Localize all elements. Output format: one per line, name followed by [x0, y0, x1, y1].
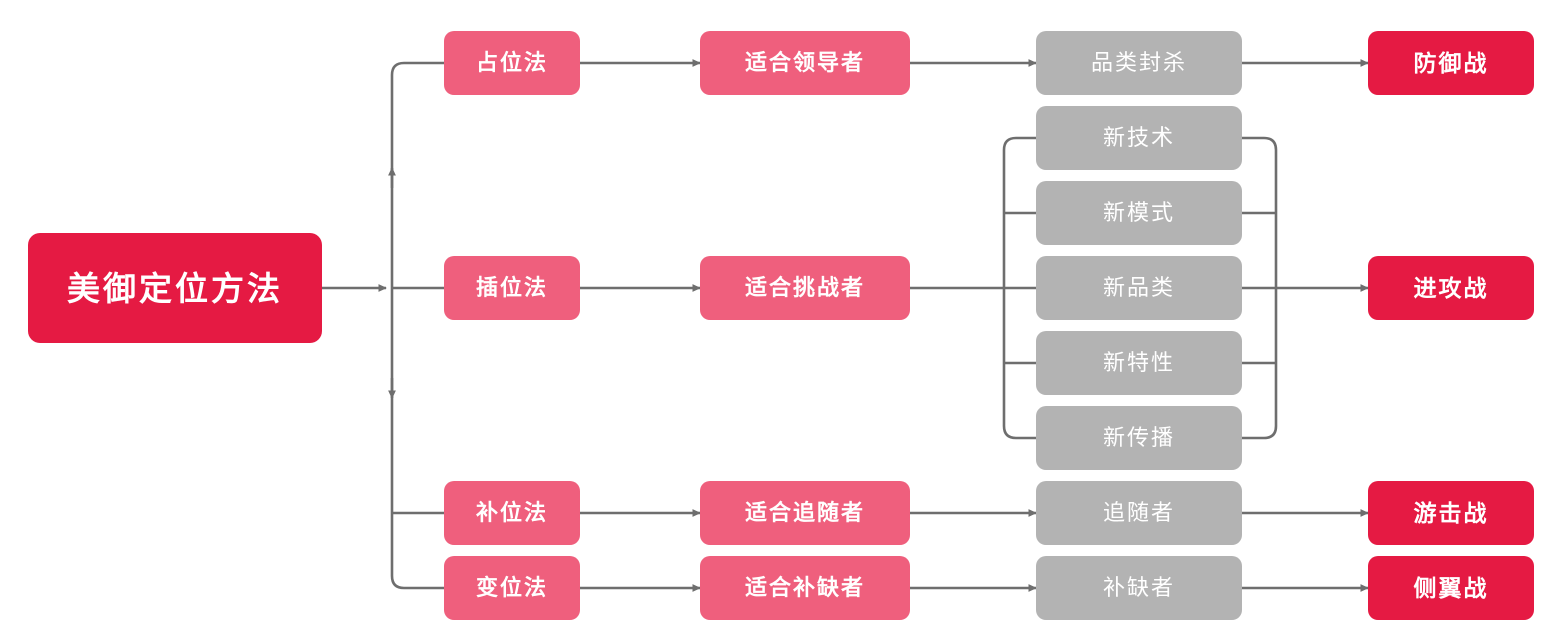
node-method-buweifa[interactable]: 补位法	[444, 481, 580, 545]
node-audience-nicher[interactable]: 适合补缺者	[700, 556, 910, 620]
node-tactic-new-model[interactable]: 新模式	[1036, 181, 1242, 245]
node-tactic-new-technology[interactable]: 新技术	[1036, 106, 1242, 170]
node-tactic-new-communication[interactable]: 新传播	[1036, 406, 1242, 470]
node-root[interactable]: 美御定位方法	[28, 233, 322, 343]
node-war-defensive[interactable]: 防御战	[1368, 31, 1534, 95]
node-tactic-follower[interactable]: 追随者	[1036, 481, 1242, 545]
node-audience-challenger[interactable]: 适合挑战者	[700, 256, 910, 320]
node-war-flanking[interactable]: 侧翼战	[1368, 556, 1534, 620]
trunk-main	[390, 61, 444, 590]
node-war-guerrilla[interactable]: 游击战	[1368, 481, 1534, 545]
node-tactic-new-feature[interactable]: 新特性	[1036, 331, 1242, 395]
node-audience-follower[interactable]: 适合追随者	[700, 481, 910, 545]
node-method-chaweifa[interactable]: 插位法	[444, 256, 580, 320]
node-tactic-category-block[interactable]: 品类封杀	[1036, 31, 1242, 95]
node-tactic-new-category[interactable]: 新品类	[1036, 256, 1242, 320]
node-audience-leader[interactable]: 适合领导者	[700, 31, 910, 95]
node-war-offensive[interactable]: 进攻战	[1368, 256, 1534, 320]
node-tactic-nicher[interactable]: 补缺者	[1036, 556, 1242, 620]
node-method-bianweifa[interactable]: 变位法	[444, 556, 580, 620]
node-method-zhanweifa[interactable]: 占位法	[444, 31, 580, 95]
